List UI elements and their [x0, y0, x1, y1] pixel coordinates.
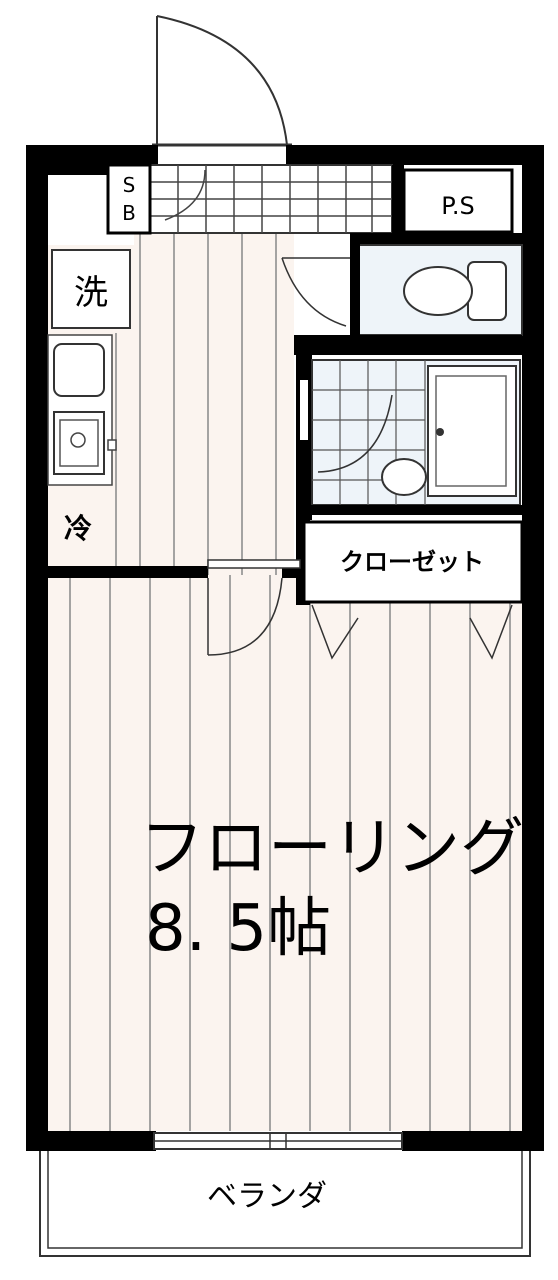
shoe-box: S B: [106, 163, 152, 235]
balcony-window: [153, 1132, 403, 1150]
hallway-floor: [134, 233, 294, 575]
floor-stripe-group: [139, 233, 277, 575]
unit-bath: [294, 335, 522, 520]
balcony: ベランダ: [39, 1151, 531, 1257]
balcony-label: ベランダ: [207, 1179, 327, 1214]
toilet-tank: [467, 261, 507, 321]
washer-label: 洗: [74, 273, 108, 313]
closet-label: クローゼット: [340, 548, 484, 576]
toilet-room: [281, 240, 523, 340]
closet: クローゼット: [296, 515, 524, 660]
main-room-name: フローリング: [140, 812, 524, 886]
washer-space: 洗: [51, 249, 131, 329]
shoe-box-label-s: S: [123, 173, 136, 197]
pipe-space-label: P.S: [441, 192, 475, 220]
pipe-space: P.S: [402, 168, 514, 234]
stove: [53, 343, 105, 397]
outer-walls: [26, 145, 544, 1151]
entrance-wall: [392, 165, 404, 235]
floor-lines: [69, 233, 511, 1131]
bath-sink: [381, 458, 427, 496]
entrance-tiles: [149, 164, 393, 234]
kitchen: 冷: [47, 334, 117, 545]
floor-stripe-group: [69, 575, 511, 1131]
toilet-bowl: [403, 266, 473, 316]
partition-wall: [48, 559, 301, 656]
entrance-bottom-wall: [350, 233, 522, 245]
fridge-label: 冷: [64, 512, 92, 545]
living-room-floor: [48, 575, 522, 1131]
entry-door: [152, 15, 292, 147]
shoe-box-label-b: B: [122, 201, 136, 225]
main-room-size: 8. 5帖: [145, 892, 331, 966]
